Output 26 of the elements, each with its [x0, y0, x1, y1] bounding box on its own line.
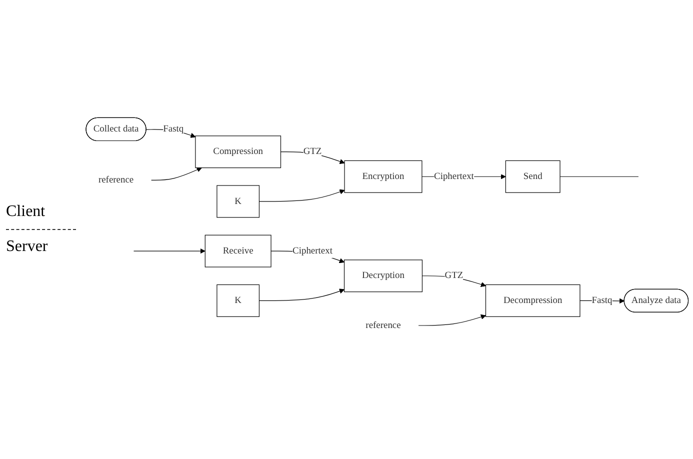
edge-label: Fastq [592, 295, 612, 306]
node-box: K [216, 185, 260, 218]
node-box: Compression [195, 136, 282, 168]
node-box: Receive [204, 234, 272, 268]
node-text: reference [98, 174, 134, 185]
arrow [258, 189, 345, 202]
edge-label: Ciphertext [434, 171, 474, 182]
edge-label: GTZ [303, 146, 322, 156]
node-box: Decryption [344, 260, 423, 292]
connector [560, 176, 639, 177]
section-label: Client [6, 203, 46, 221]
node-box: Encryption [344, 160, 422, 193]
edge-label: Fastq [163, 124, 184, 134]
node-box: Decompression [485, 284, 580, 317]
arrow [280, 151, 345, 164]
section-label: Server [6, 238, 49, 256]
arrow [422, 276, 486, 287]
node-box: K [216, 284, 260, 317]
arrow [258, 288, 344, 301]
edge-label: Ciphertext [292, 246, 332, 256]
node-text: reference [366, 320, 401, 330]
node-box: Send [505, 160, 560, 193]
arrow [151, 167, 202, 180]
edge-label: GTZ [444, 270, 464, 281]
arrow [418, 314, 486, 326]
arrow [133, 248, 206, 254]
